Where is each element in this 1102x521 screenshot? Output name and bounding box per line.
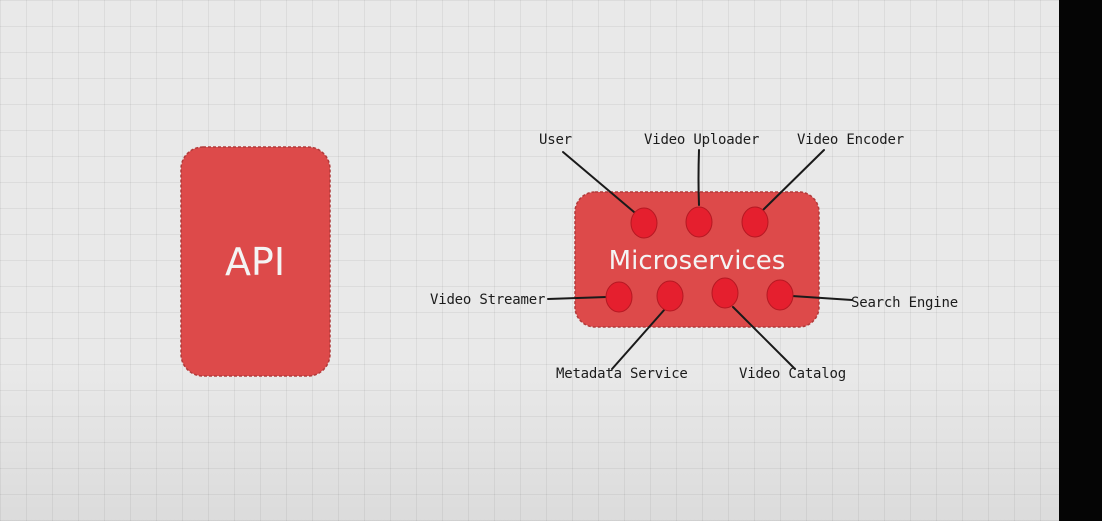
label-video-streamer: Video Streamer xyxy=(430,292,545,308)
label-search-engine: Search Engine xyxy=(851,295,958,311)
service-nodes xyxy=(605,206,794,313)
api-label: API xyxy=(225,240,285,284)
connector-video-streamer xyxy=(547,296,608,300)
connector-video-catalog xyxy=(732,306,796,370)
label-video-uploader: Video Uploader xyxy=(644,132,759,148)
label-metadata-service: Metadata Service xyxy=(556,366,688,382)
node-user xyxy=(630,207,658,239)
api-box: API xyxy=(180,146,331,377)
black-edge-strip xyxy=(1059,0,1102,521)
connector-user xyxy=(562,151,635,213)
node-search-engine xyxy=(766,279,794,311)
label-user: User xyxy=(539,132,572,148)
architecture-diagram: API Microservices U xyxy=(180,132,958,382)
whiteboard-canvas: API Microservices U xyxy=(0,0,1059,521)
connector-search-engine xyxy=(791,295,853,301)
node-video-catalog xyxy=(711,277,739,309)
service-labels: User Video Uploader Video Encoder Video … xyxy=(430,132,958,382)
node-video-encoder xyxy=(741,206,769,238)
connector-video-encoder xyxy=(762,149,825,211)
label-video-catalog: Video Catalog xyxy=(739,366,846,382)
node-metadata-service xyxy=(656,280,684,312)
label-video-encoder: Video Encoder xyxy=(797,132,904,148)
node-video-streamer xyxy=(605,281,633,313)
connector-metadata-service xyxy=(611,308,666,370)
microservices-label: Microservices xyxy=(609,246,786,276)
connector-video-uploader xyxy=(697,149,700,206)
connectors xyxy=(547,149,853,370)
api-box-shape xyxy=(180,146,331,377)
node-video-uploader xyxy=(685,206,713,238)
